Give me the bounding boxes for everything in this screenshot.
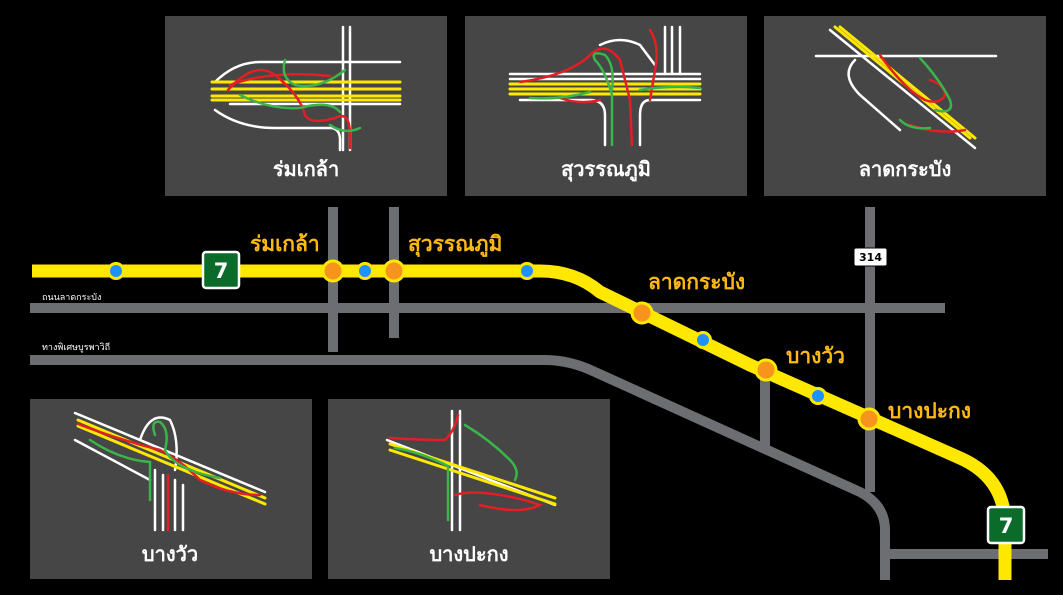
station-dot — [107, 262, 125, 280]
interchange-bangwua-dot — [754, 358, 778, 382]
panel-bangwua: บางวัว — [30, 399, 312, 579]
interchange-romklao-dot — [321, 259, 345, 283]
station-dot — [356, 262, 374, 280]
highway-7-shield-right: 7 — [986, 505, 1026, 545]
shield-number: 7 — [999, 514, 1014, 538]
panel-latkrabang: ลาดกระบัง — [764, 16, 1046, 196]
label-bangwua: บางวัว — [786, 344, 845, 368]
route-314-shield: 314 — [853, 247, 888, 267]
interchanges — [321, 259, 881, 431]
panel-suvarnabhumi: สุวรรณภูมิ — [465, 16, 747, 196]
road-burapha-label: ทางพิเศษบูรพาวิถี — [42, 342, 110, 353]
panel-latkrabang-title: ลาดกระบัง — [859, 157, 952, 181]
interchange-latkrabang-dot — [630, 301, 654, 325]
station-dot — [518, 262, 536, 280]
road-burapha-withi — [30, 355, 890, 580]
toll-stations — [107, 262, 827, 405]
route-314-label: 314 — [859, 251, 882, 264]
label-bangpakong: บางปะกง — [888, 399, 971, 423]
panel-bangwua-title: บางวัว — [142, 542, 198, 566]
station-dot — [694, 331, 712, 349]
interchange-labels: ร่มเกล้า สุวรรณภูมิ ลาดกระบัง บางวัว บาง… — [250, 232, 971, 423]
label-latkrabang: ลาดกระบัง — [648, 270, 745, 294]
station-dot — [809, 387, 827, 405]
panel-bangpakong-title: บางปะกง — [429, 542, 508, 566]
panel-bangpakong: บางปะกง — [328, 399, 610, 579]
highway-7-shield-left: 7 — [201, 250, 241, 290]
road-latkrabang-label: ถนนลาดกระบัง — [42, 293, 101, 303]
panel-romklao: ร่มเกล้า — [165, 16, 447, 196]
interchange-suvarnabhumi-dot — [382, 259, 406, 283]
panel-suvarnabhumi-title: สุวรรณภูมิ — [561, 157, 651, 183]
label-romklao: ร่มเกล้า — [250, 232, 320, 256]
panel-romklao-title: ร่มเกล้า — [273, 157, 339, 181]
interchange-bangpakong-dot — [857, 407, 881, 431]
highway-7-line — [32, 264, 1012, 580]
local-roads — [30, 207, 1048, 580]
shield-number: 7 — [214, 259, 229, 283]
label-suvarnabhumi: สุวรรณภูมิ — [408, 232, 502, 258]
